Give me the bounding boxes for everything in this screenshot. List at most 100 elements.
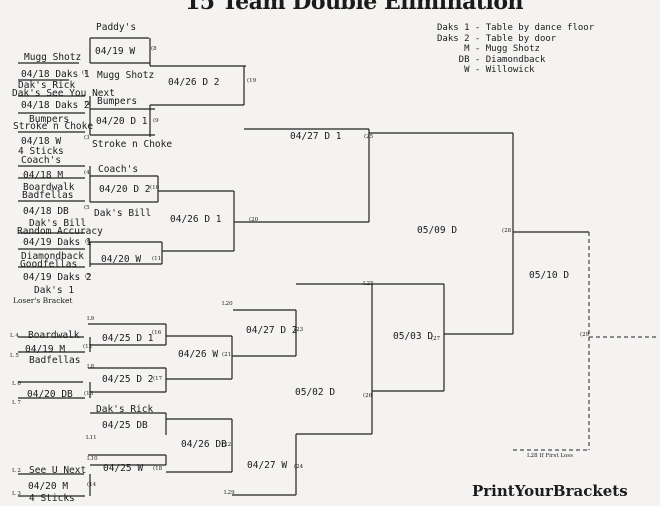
label-g0427d2: 04/27 D 2 [246, 325, 298, 336]
location-legend: Daks 1 - Table by dance floor Daks 2 - T… [437, 23, 594, 76]
label-four-sticks-2: 4 Sticks [29, 493, 75, 504]
label-coachs-1: Coach's [21, 155, 62, 166]
label-badfellas-1: Badfellas [22, 190, 74, 201]
label-daks-see-you-next: Dak's See You Next [12, 88, 115, 99]
game-number: (12 [83, 344, 93, 350]
label-g0426d2: 04/26 D 2 [168, 77, 220, 88]
game-number: L28 If First Loss [527, 453, 573, 459]
game-number: L29 [224, 490, 235, 496]
label-g0419daks1: 04/19 Daks 1 [23, 237, 92, 248]
game-number: (19 [247, 78, 257, 84]
game-number: L 6 [12, 381, 21, 387]
game-number: (5 [84, 205, 90, 211]
label-g0419m: 04/19 M [25, 344, 66, 355]
label-daks-bill-2: Dak's Bill [29, 218, 87, 229]
label-mugg-shotz-1: Mugg Shotz [24, 52, 82, 63]
label-g0418w: 04/18 W [21, 136, 62, 147]
label-random-accuracy: Random Accuracy [17, 226, 103, 237]
label-see-u-next: See U Next [29, 465, 87, 476]
label-g0420m: 04/20 M [28, 481, 69, 492]
label-g0427w: 04/27 W [247, 460, 288, 471]
game-number: (21 [222, 352, 232, 358]
game-number: L 3 [12, 491, 21, 497]
label-daks-rick-2: Dak's Rick [96, 404, 154, 415]
game-number: L10 [87, 456, 98, 462]
game-number: (6 [85, 239, 91, 245]
label-badfellas-2: Badfellas [29, 355, 81, 366]
game-number: L 7 [12, 400, 21, 406]
label-g0418db: 04/18 DB [23, 206, 69, 217]
game-number: (28 [502, 228, 512, 234]
label-bumpers-1: Bumpers [97, 96, 138, 107]
game-number: (26 [363, 393, 373, 399]
losers-bracket-label: Loser's Bracket [13, 296, 73, 305]
label-stroke-n-choke-2: Stroke n Choke [92, 139, 173, 150]
label-g0427d1: 04/27 D 1 [290, 131, 342, 142]
game-number: (27 [431, 336, 441, 342]
game-number: L 5 [10, 353, 19, 359]
game-number: (9 [153, 118, 159, 124]
game-number: (1 [82, 70, 88, 76]
label-g0419daks2: 04/19 Daks 2 [23, 272, 92, 283]
label-g0420d1a: 04/20 D 1 [96, 116, 148, 127]
game-number: L8 [87, 364, 95, 370]
game-number: (22 [222, 442, 232, 448]
label-g0425db: 04/25 DB [102, 420, 148, 431]
game-number: (24 [294, 464, 304, 470]
label-g0418daks2: 04/18 Daks 2 [21, 100, 90, 111]
game-number: (13 [84, 391, 94, 397]
label-daks-rick: Dak's Rick [18, 80, 76, 91]
game-number: (4 [84, 170, 90, 176]
label-four-sticks-1: 4 Sticks [18, 146, 64, 157]
label-g1419w: 04/19 W [95, 46, 136, 57]
label-g0425d1: 04/25 D 1 [102, 333, 154, 344]
game-number: L25 [363, 281, 374, 287]
label-stroke-n-choke-1: Stroke n Choke [13, 121, 94, 132]
label-mugg-shotz-2: Mugg Shotz [97, 70, 155, 81]
label-paddys: Paddy's [96, 22, 137, 33]
label-g0425w: 04/25 W [103, 463, 144, 474]
label-boardwalk-2: Boardwalk [28, 330, 80, 341]
game-number: (20 [249, 217, 259, 223]
label-g0426d1: 04/26 D 1 [170, 214, 222, 225]
brand-logo: PrintYourBrackets [472, 482, 628, 500]
game-number: L 4 [10, 333, 19, 339]
game-number: (7 [85, 274, 91, 280]
label-goodfellas: Goodfellas [20, 259, 78, 270]
game-number: (16 [152, 330, 162, 336]
label-boardwalk-1: Boardwalk [23, 182, 75, 193]
game-number: (11 [152, 256, 162, 262]
label-g0502d: 05/02 D [295, 387, 336, 398]
game-number: (17 [153, 376, 163, 382]
legend-line: DB - Diamondback [437, 54, 546, 65]
label-g0425d2: 04/25 D 2 [102, 374, 154, 385]
label-g0426db: 04/26 DB [181, 439, 227, 450]
label-daks-1: Dak's 1 [34, 285, 75, 296]
page-title: 15 Team Double Elimination [185, 0, 524, 15]
label-g0420db: 04/20 DB [27, 389, 73, 400]
label-g0510d: 05/10 D [529, 270, 570, 281]
label-g0509d: 05/09 D [417, 225, 458, 236]
game-number: (14 [87, 482, 97, 488]
game-number: (10 [150, 185, 160, 191]
game-number: (18 [153, 466, 163, 472]
legend-line: W - Willowick [437, 65, 535, 76]
label-g0426w: 04/26 W [178, 349, 219, 360]
legend-line: M - Mugg Shotz [437, 44, 540, 55]
label-daks-bill-1: Dak's Bill [94, 208, 152, 219]
game-number: L20 [222, 301, 233, 307]
label-g0420w: 04/20 W [101, 254, 142, 265]
label-coachs-2: Coach's [98, 164, 139, 175]
game-number: L11 [86, 435, 97, 441]
legend-line: Daks 1 - Table by dance floor [437, 23, 595, 33]
game-number: (8 [151, 46, 157, 52]
game-number: (3 [84, 135, 90, 141]
label-g0418daks1: 04/18 Daks 1 [21, 69, 90, 80]
label-diamondback: Diamondback [21, 251, 84, 262]
game-number: (23 [294, 327, 304, 333]
game-number: (2 [85, 101, 91, 107]
label-g0418m: 04/18 M [23, 170, 64, 181]
label-g0503d: 05/03 D [393, 331, 434, 342]
